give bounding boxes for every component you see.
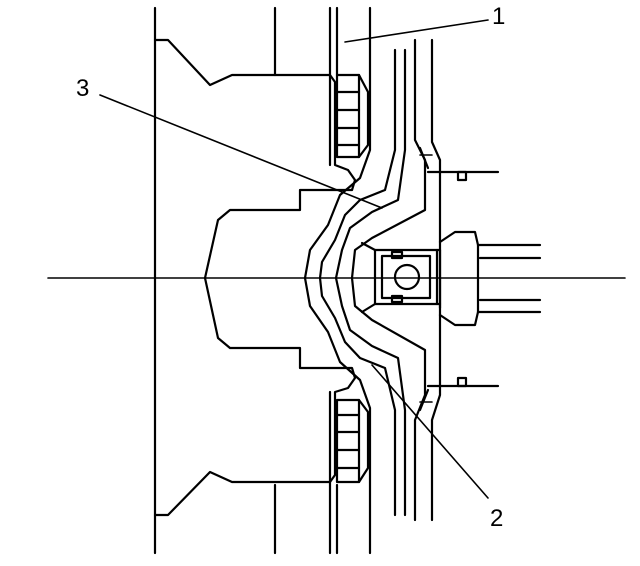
dished-plate-outer	[303, 6, 372, 555]
leader-line-1	[344, 19, 489, 43]
bearing-housing	[360, 241, 442, 314]
shield-outer	[350, 38, 427, 522]
callout-2: 2	[490, 505, 503, 532]
upper-clip	[418, 146, 500, 182]
dished-plate-inner	[318, 48, 397, 517]
axle-shaft	[438, 230, 542, 327]
leader-line-3	[99, 94, 383, 209]
dished-plate-mid	[334, 48, 407, 517]
hub-upper-profile	[153, 38, 357, 280]
lower-clip	[418, 376, 500, 412]
leader-line-2	[371, 364, 489, 499]
callout-3: 3	[76, 75, 89, 102]
callout-1: 1	[492, 3, 505, 30]
upper-bolt	[335, 73, 370, 159]
hub-lower-profile	[153, 276, 357, 517]
lower-bolt	[335, 398, 370, 484]
